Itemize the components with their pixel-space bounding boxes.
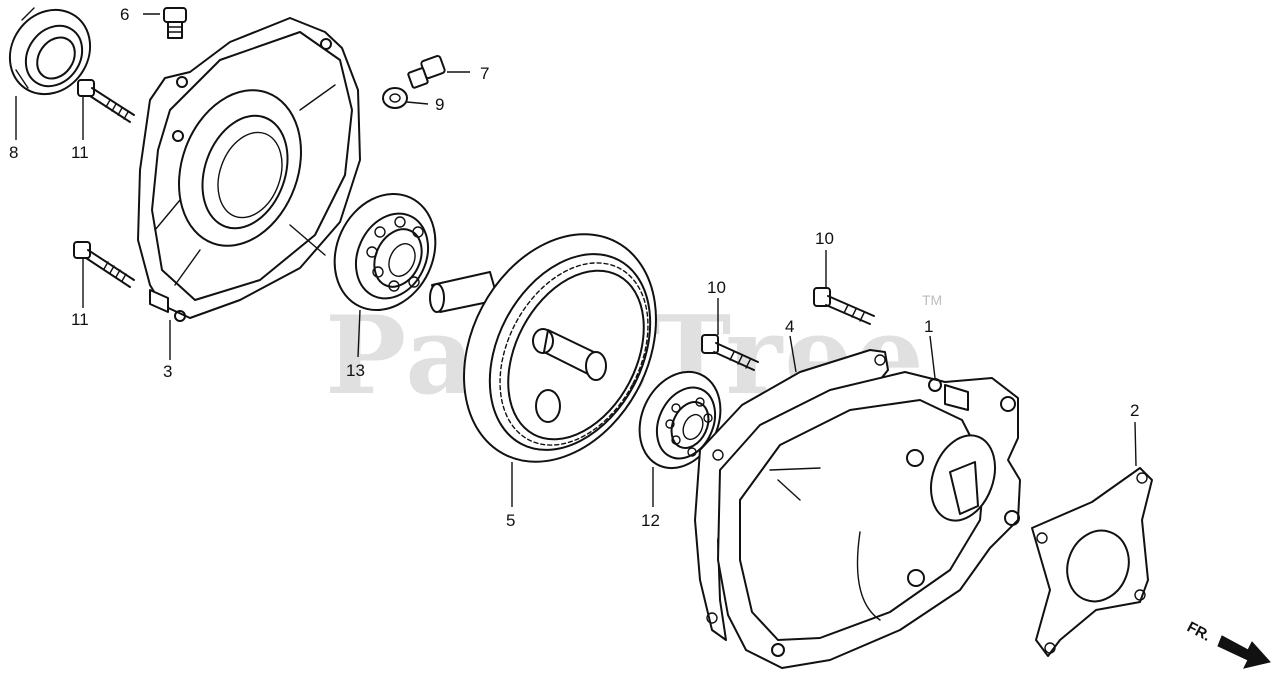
callout-11-upper[interactable]: 11: [71, 143, 89, 162]
callout-10-left[interactable]: 10: [707, 278, 726, 297]
part-8-oil-seal[interactable]: [0, 0, 106, 110]
callout-6[interactable]: 6: [120, 5, 129, 24]
callout-10-right[interactable]: 10: [815, 229, 834, 248]
callout-8[interactable]: 8: [9, 143, 18, 162]
callouts: 6 7 9 8 11 11 3 13 5 12 10 10 4 1 2: [9, 5, 1139, 530]
part-13-bearing[interactable]: [316, 177, 454, 326]
part-9-washer[interactable]: [382, 87, 408, 109]
part-3-case-cover[interactable]: [137, 17, 361, 322]
part-11-bolt-lower[interactable]: [73, 241, 135, 288]
part-6-plug[interactable]: [163, 7, 187, 39]
watermark-trademark: TM: [922, 292, 942, 308]
part-10-bolt-left[interactable]: [701, 334, 759, 371]
callout-11-lower[interactable]: 11: [71, 310, 89, 329]
callout-3[interactable]: 3: [163, 362, 172, 381]
callout-12[interactable]: 12: [641, 511, 660, 530]
front-label: FR.: [1184, 619, 1213, 645]
front-arrow-icon: [1217, 635, 1271, 669]
part-10-bolt-right[interactable]: [813, 287, 875, 325]
part-2-plate[interactable]: [1031, 467, 1153, 657]
callout-13[interactable]: 13: [346, 361, 365, 380]
callout-7[interactable]: 7: [480, 64, 489, 83]
leader-lines: [15, 13, 1137, 507]
callout-5[interactable]: 5: [506, 511, 515, 530]
part-7-bolt[interactable]: [407, 54, 446, 89]
callout-2[interactable]: 2: [1130, 401, 1139, 420]
callout-1[interactable]: 1: [924, 317, 933, 336]
callout-9[interactable]: 9: [435, 95, 444, 114]
part-1-gear-case[interactable]: [717, 371, 1021, 669]
part-11-bolt-upper[interactable]: [77, 79, 135, 123]
part-12-bearing[interactable]: [624, 359, 735, 482]
callout-4[interactable]: 4: [785, 317, 794, 336]
front-direction-indicator: FR.: [1184, 619, 1271, 669]
part-5-ring-gear[interactable]: [426, 201, 694, 496]
